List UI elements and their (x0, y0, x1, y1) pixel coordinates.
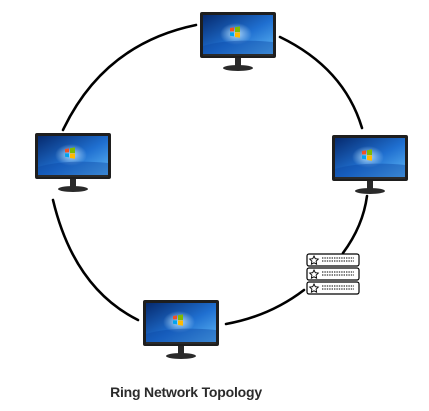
ring-connection (51, 23, 369, 326)
ring-link-server-bottom (224, 288, 306, 326)
ring-link-top-right (278, 35, 364, 130)
ring-link-left-top (61, 23, 198, 132)
ring-link-bottom-left (51, 198, 140, 322)
monitor-top: windows-desktop-icon (200, 12, 276, 71)
server-rack-icon (306, 253, 360, 295)
monitor-left (35, 133, 111, 192)
diagram-caption: Ring Network Topology (110, 384, 262, 400)
monitor-bottom (143, 300, 219, 359)
monitor-right (332, 135, 408, 194)
ring-link-right-server (341, 194, 369, 255)
